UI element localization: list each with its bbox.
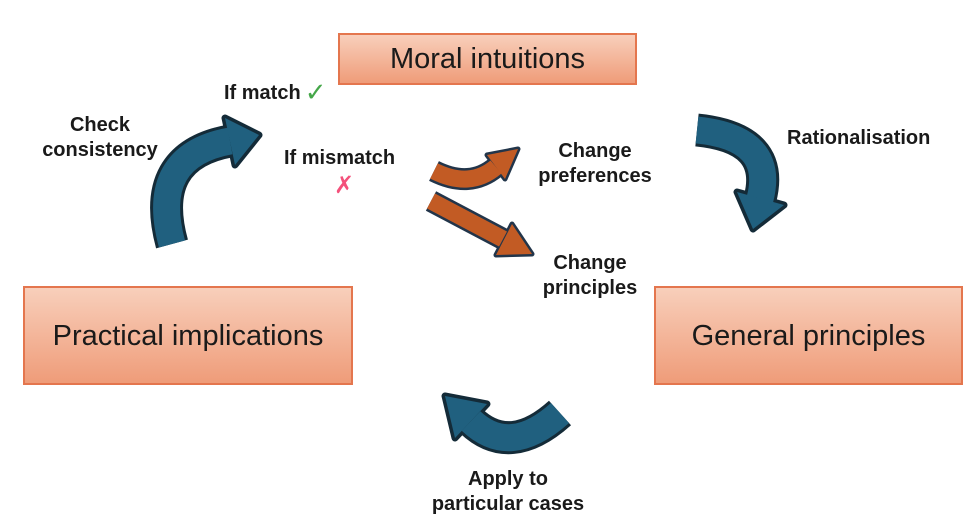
change-preferences-label: Change preferences — [528, 139, 662, 189]
general-principles-box: General principles — [654, 286, 963, 385]
change-principles-arrow — [425, 191, 535, 258]
check-icon: ✓ — [304, 77, 327, 107]
change-principles-line2: principles — [542, 277, 638, 299]
check-consistency-label: Check consistency — [25, 113, 175, 163]
check-consistency-line2: consistency — [42, 139, 158, 161]
rationalisation-label: Rationalisation — [787, 126, 930, 151]
change-principles-line1: Change — [553, 252, 627, 274]
if-match-label: If match✓ — [224, 77, 327, 107]
moral-intuitions-label: Moral intuitions — [389, 42, 586, 75]
change-preferences-arrow — [429, 146, 521, 191]
cross-icon: ✗ — [334, 172, 355, 199]
practical-implications-label: Practical implications — [52, 319, 324, 352]
practical-implications-box: Practical implications — [23, 286, 353, 385]
if-match-text: If match — [224, 82, 301, 104]
rationalisation-arrow — [694, 113, 788, 233]
moral-intuitions-box: Moral intuitions — [338, 33, 637, 85]
apply-line2: particular cases — [431, 493, 585, 515]
if-mismatch-label: If mismatch — [284, 146, 395, 171]
change-preferences-line2: preferences — [538, 165, 652, 187]
apply-arrow — [441, 392, 572, 455]
apply-label: Apply to particular cases — [406, 467, 610, 517]
if-mismatch-text: If mismatch — [284, 147, 396, 169]
check-consistency-line1: Check — [69, 114, 131, 136]
general-principles-label: General principles — [691, 319, 926, 352]
apply-line1: Apply to — [468, 468, 548, 490]
rationalisation-text: Rationalisation — [787, 127, 931, 149]
check-consistency-arrow — [150, 114, 263, 249]
change-principles-label: Change principles — [523, 251, 657, 301]
change-preferences-line1: Change — [558, 140, 632, 162]
